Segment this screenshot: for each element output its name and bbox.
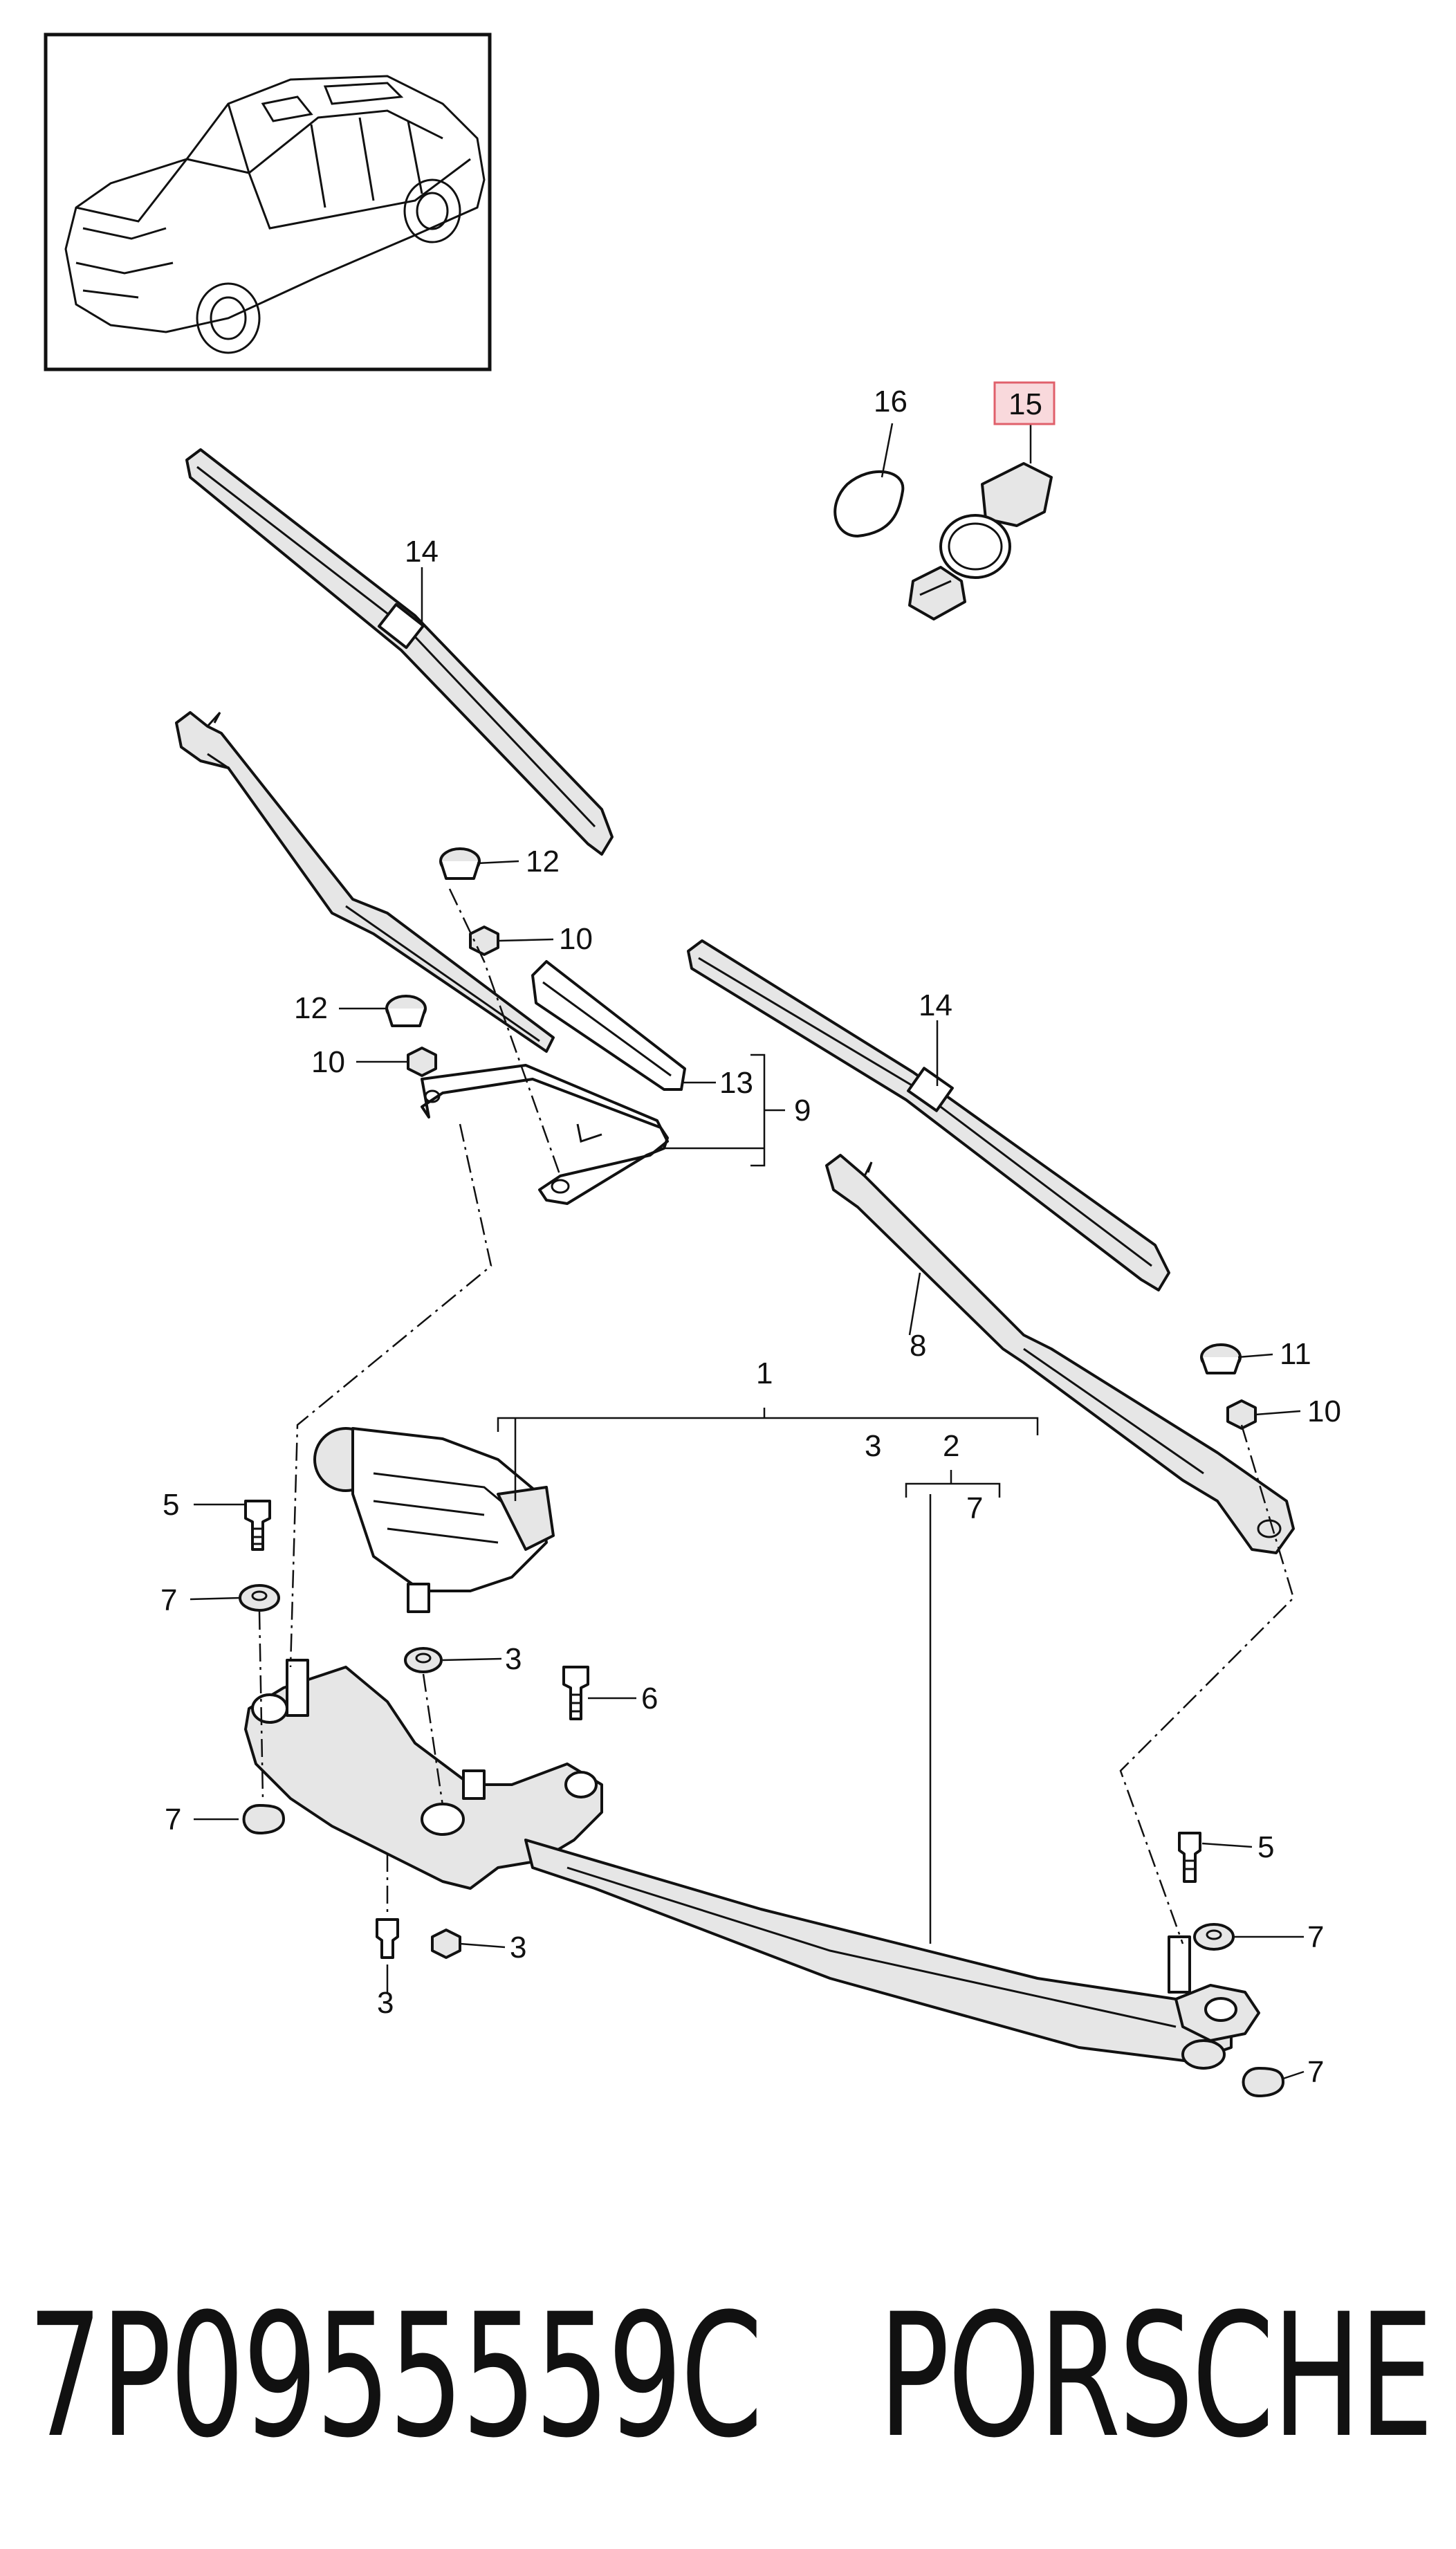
callout-7-left-upper[interactable]: 7: [160, 1583, 177, 1617]
suv-illustration-icon: [64, 75, 486, 354]
seal-16: [833, 470, 905, 537]
wiper-arm-left: [175, 711, 555, 1053]
callout-3-bottom-left[interactable]: 3: [377, 1986, 394, 2020]
crank-lever: [531, 960, 686, 1091]
cap-nut-group-right: [1200, 1343, 1257, 1430]
wiper-blade-lower: [687, 939, 1170, 1291]
callout-15[interactable]: 15: [1008, 387, 1042, 421]
footer: 7P0955559C PORSCHE: [28, 2278, 1435, 2476]
callout-9[interactable]: 9: [794, 1094, 811, 1128]
callout-3-top[interactable]: 3: [865, 1429, 881, 1463]
callout-12-upper[interactable]: 12: [526, 845, 560, 878]
callout-16[interactable]: 16: [874, 385, 907, 418]
callout-7-right-upper[interactable]: 7: [1307, 1920, 1324, 1954]
callout-7-right-lower[interactable]: 7: [1307, 2055, 1324, 2089]
callout-10-right[interactable]: 10: [1307, 1395, 1341, 1428]
callout-5-right[interactable]: 5: [1257, 1830, 1274, 1864]
wiper-arm-right: [825, 1154, 1295, 1554]
leader-lines: [190, 423, 1305, 2080]
wiper-blade-upper: [185, 448, 614, 856]
brand-name: PORSCHE: [878, 2278, 1432, 2476]
callout-14-lower[interactable]: 14: [919, 988, 952, 1022]
callout-2[interactable]: 2: [943, 1429, 959, 1463]
callout-5-left[interactable]: 5: [163, 1488, 179, 1522]
callout-13[interactable]: 13: [719, 1066, 753, 1100]
callout-labels: 16 15 14 12 10 12 10 13 9 14 8 11 10 1 3…: [160, 381, 1341, 2089]
callout-3-bottom-right[interactable]: 3: [510, 1931, 526, 1964]
callout-6[interactable]: 6: [641, 1682, 658, 1715]
vehicle-thumbnail: [44, 33, 492, 371]
callout-1[interactable]: 1: [756, 1356, 773, 1390]
wiper-motor: [313, 1427, 555, 1613]
callout-10-lower[interactable]: 10: [311, 1045, 345, 1079]
callout-15-highlight[interactable]: 15: [993, 381, 1056, 425]
callout-7-left-lower[interactable]: 7: [165, 1803, 181, 1837]
highlight-box: [993, 381, 1056, 425]
callout-10-upper[interactable]: 10: [559, 922, 593, 956]
assembly-guide-lines: [258, 888, 1295, 1944]
callout-7-top[interactable]: 7: [966, 1491, 983, 1525]
washer-nozzle-15: [908, 462, 1053, 620]
part-number: 7P0955559C: [28, 2278, 761, 2476]
callout-8[interactable]: 8: [910, 1329, 926, 1363]
callout-12-lower[interactable]: 12: [294, 991, 328, 1025]
callout-14-upper[interactable]: 14: [405, 535, 439, 569]
linkage-frame: [244, 1659, 1260, 2070]
fasteners: [239, 1500, 1284, 2097]
callout-3-mid[interactable]: 3: [505, 1642, 522, 1676]
linkage-rods: [421, 1064, 669, 1205]
callout-11[interactable]: 11: [1280, 1337, 1311, 1371]
